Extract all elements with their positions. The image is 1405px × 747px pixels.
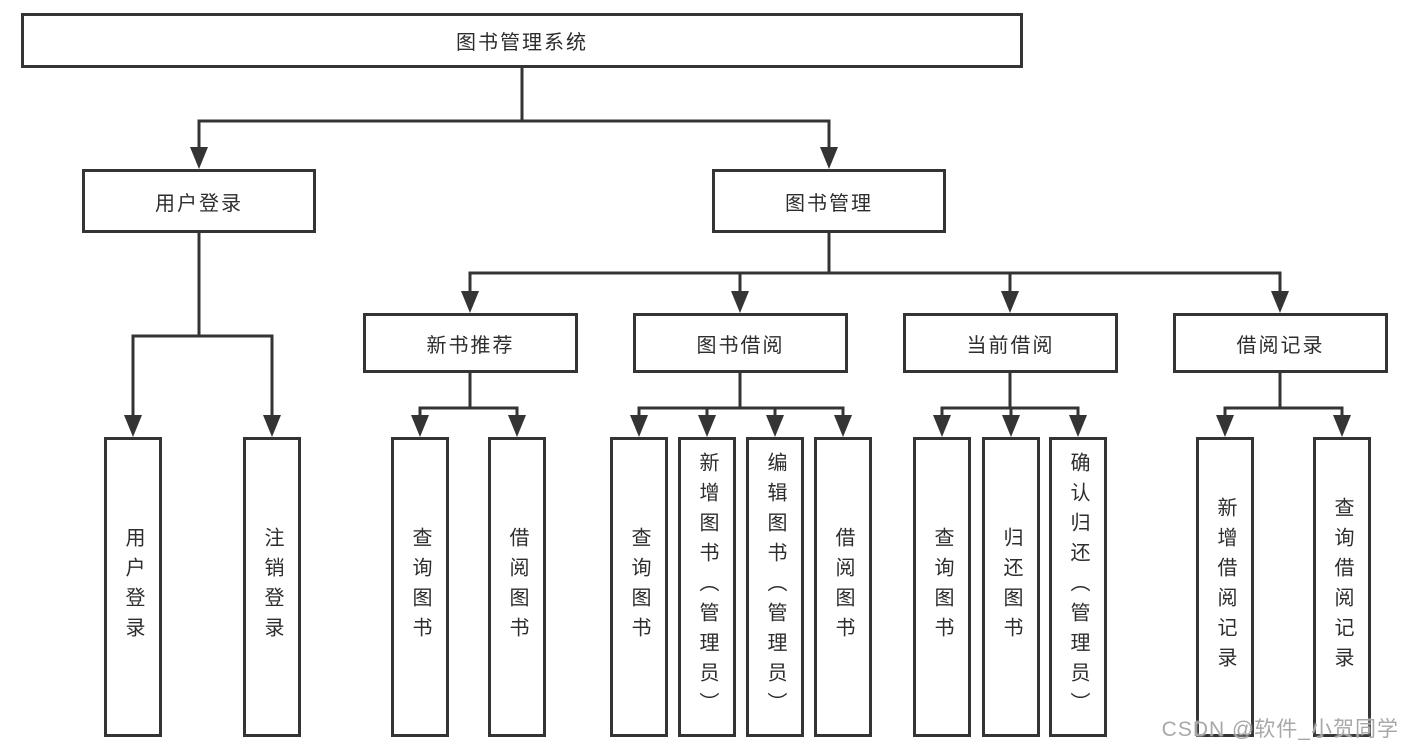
- leaf-edit-books-admin-label: 编辑图书（管理员）: [764, 452, 786, 722]
- leaf-logout: 注销登录: [243, 437, 301, 737]
- leaf-borrow-books-borrowing-label: 借阅图书: [832, 527, 854, 647]
- node-book-management: 图书管理: [712, 169, 946, 233]
- node-new-book-recommend: 新书推荐: [363, 313, 578, 373]
- connector-current-borrowing-branch: [933, 371, 1087, 437]
- leaf-confirm-return-admin: 确认归还（管理员）: [1049, 437, 1107, 737]
- leaf-return-books: 归还图书: [982, 437, 1040, 737]
- leaf-search-books-current: 查询图书: [913, 437, 971, 737]
- leaf-user-login: 用户登录: [104, 437, 162, 737]
- node-root-library-management-system: 图书管理系统: [21, 13, 1023, 68]
- node-borrowing-records: 借阅记录: [1173, 313, 1388, 373]
- node-book-borrowing: 图书借阅: [633, 313, 848, 373]
- leaf-user-login-label: 用户登录: [122, 527, 144, 647]
- leaf-add-books-admin: 新增图书（管理员）: [678, 437, 736, 737]
- leaf-borrow-books-borrowing: 借阅图书: [814, 437, 872, 737]
- csdn-watermark: CSDN @软件_小贺同学: [1161, 718, 1399, 741]
- leaf-search-books-borrowing: 查询图书: [610, 437, 668, 737]
- connector-new-book-recommend-branch: [411, 371, 526, 437]
- leaf-search-books-recommend-label: 查询图书: [409, 527, 431, 647]
- leaf-logout-label: 注销登录: [261, 527, 283, 647]
- connector-borrowing-records-branch: [1216, 371, 1351, 437]
- leaf-add-borrow-record-label: 新增借阅记录: [1214, 497, 1236, 677]
- connector-book-borrowing-branch: [630, 371, 852, 437]
- leaf-edit-books-admin: 编辑图书（管理员）: [746, 437, 804, 737]
- node-user-login: 用户登录: [82, 169, 316, 233]
- leaf-borrow-books-recommend-label: 借阅图书: [506, 527, 528, 647]
- leaf-add-books-admin-label: 新增图书（管理员）: [696, 452, 718, 722]
- node-current-borrowing: 当前借阅: [903, 313, 1118, 373]
- leaf-search-borrow-record-label: 查询借阅记录: [1331, 497, 1353, 677]
- connector-book-management-branch: [461, 231, 1289, 313]
- connector-root-to-level2: [190, 66, 838, 169]
- leaf-search-books-borrowing-label: 查询图书: [628, 527, 650, 647]
- leaf-search-borrow-record: 查询借阅记录: [1313, 437, 1371, 737]
- leaf-add-borrow-record: 新增借阅记录: [1196, 437, 1254, 737]
- leaf-search-books-current-label: 查询图书: [931, 527, 953, 647]
- connector-user-login-branch: [124, 231, 281, 437]
- leaf-return-books-label: 归还图书: [1000, 527, 1022, 647]
- leaf-search-books-recommend: 查询图书: [391, 437, 449, 737]
- leaf-confirm-return-admin-label: 确认归还（管理员）: [1067, 452, 1089, 722]
- leaf-borrow-books-recommend: 借阅图书: [488, 437, 546, 737]
